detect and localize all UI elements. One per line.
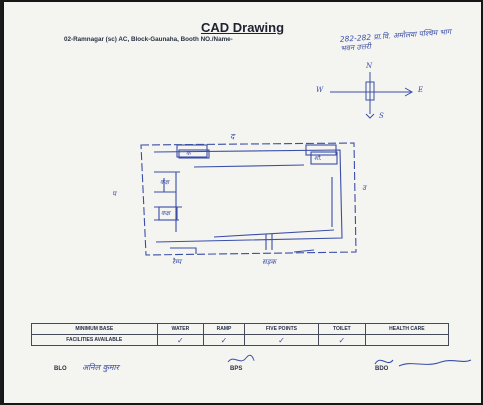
room-partitions	[154, 171, 182, 221]
facility-col-toilet: TOILET	[318, 323, 366, 335]
facility-tick-ramp: ✓	[203, 334, 245, 346]
facility-table-value-row: FACILITIES AVAILABLE ✓ ✓ ✓ ✓	[31, 334, 450, 346]
facility-row-label: MINIMUM BASE	[31, 323, 158, 335]
sketch-label-left: प	[112, 190, 116, 198]
compass-south-tip	[365, 113, 375, 119]
corridor-line-bottom	[213, 229, 335, 238]
document-title: CAD Drawing	[200, 20, 285, 35]
sketch-label-road: सड़क	[262, 258, 276, 266]
facility-col-water: WATER	[156, 323, 205, 335]
inner-building	[153, 149, 343, 243]
compound-wall	[140, 142, 357, 256]
sketch-label-room-1: क	[186, 150, 191, 157]
facility-table: MINIMUM BASE WATER RAMP FIVE POINTS TOIL…	[31, 323, 450, 346]
bps-signature-icon	[227, 354, 255, 363]
facility-tick-five-points: ✓	[243, 334, 320, 346]
room-box-top	[178, 149, 210, 159]
road-mark	[293, 249, 315, 253]
sketch-label-toilet: शौ.	[314, 155, 322, 162]
facility-col-five-points: FIVE POINTS	[243, 323, 320, 335]
paper-sheet: CAD Drawing 02-Ramnagar (sc) AC, Block-G…	[4, 2, 481, 403]
sketch-label-room-2: कक्ष	[160, 179, 169, 186]
compass-north-label: N	[366, 62, 373, 70]
compass-south-label: S	[379, 112, 384, 120]
compass-icon	[330, 72, 414, 119]
room-vertical-lines	[163, 172, 177, 232]
facility-row-label-2: FACILITIES AVAILABLE	[31, 334, 158, 346]
room-box-left	[158, 206, 178, 221]
compass-east-label: E	[418, 86, 424, 94]
bdo-signature-icon	[374, 359, 472, 367]
compass-east-arrow	[404, 87, 414, 97]
facility-tick-water: ✓	[156, 334, 205, 346]
ramp-mark	[170, 247, 197, 254]
blo-signature: अनिल कुमार	[82, 363, 119, 372]
entry-path	[265, 234, 273, 250]
gate-right	[305, 144, 337, 156]
toilet-box	[310, 151, 338, 165]
compass-center-box	[365, 81, 375, 101]
bdo-label: BDO	[375, 366, 389, 372]
facility-tick-toilet: ✓	[318, 334, 366, 346]
sketch-canvas	[140, 72, 414, 256]
facility-table-header-row: MINIMUM BASE WATER RAMP FIVE POINTS TOIL…	[31, 323, 450, 335]
document-subtitle: 02-Ramnagar (sc) AC, Block-Gaunaha, Boot…	[64, 36, 233, 43]
gate-left	[176, 144, 208, 158]
sketch-label-top: द	[230, 132, 235, 141]
blo-label: BLO	[54, 366, 67, 372]
corridor-line-top	[193, 164, 305, 168]
sketch-label-ramp: रैम्प	[172, 258, 182, 266]
bps-label: BPS	[230, 366, 243, 372]
facility-col-ramp: RAMP	[203, 323, 245, 335]
facility-tick-health-care	[364, 334, 450, 346]
compass-west-label: W	[316, 86, 324, 94]
building-outline	[140, 142, 357, 256]
facility-col-health-care: HEALTH CARE	[364, 323, 450, 335]
sketch-label-room-3: कक्ष	[161, 210, 170, 217]
sketch-label-right: उ	[362, 184, 366, 192]
facility-table-wrap: MINIMUM BASE WATER RAMP FIVE POINTS TOIL…	[31, 323, 450, 346]
